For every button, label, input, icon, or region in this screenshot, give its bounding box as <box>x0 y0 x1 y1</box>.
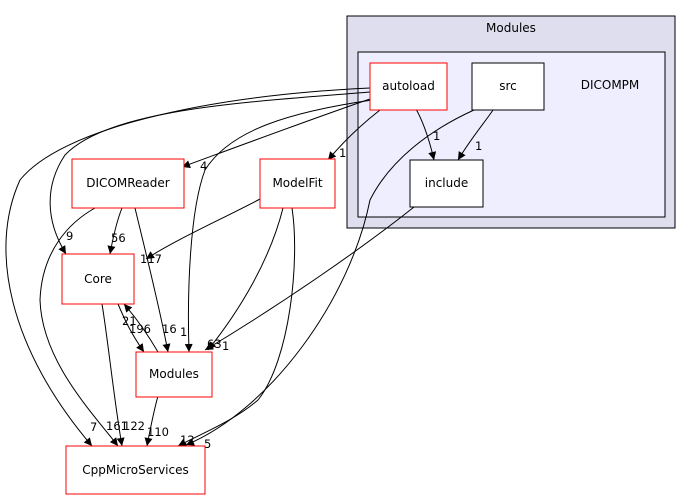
node-modules-label: Modules <box>149 367 199 381</box>
edge-autoload-core-line <box>49 91 371 255</box>
edge-autoload-include-line <box>415 108 437 161</box>
edge-modelfit-modules-label: 63 <box>207 337 222 351</box>
edge-autoload-dicomreader: 4 <box>181 98 371 173</box>
node-dicomreader[interactable]: DICOMReader <box>71 158 185 209</box>
edge-src-include-label: 1 <box>475 139 482 153</box>
edge-dicomreader-modules-label: 16 <box>162 322 177 336</box>
node-modules[interactable]: Modules <box>135 351 213 398</box>
edge-include-modules-label: 1 <box>222 339 229 353</box>
edge-autoload-modules-label: 1 <box>180 325 187 339</box>
edge-autoload-modelfit-line <box>327 109 381 161</box>
edge-core-modules-line <box>117 303 145 353</box>
node-src-label: src <box>499 79 517 93</box>
edge-modelfit-core-label: 117 <box>140 252 162 266</box>
edge-include-modules-line <box>204 206 415 351</box>
edge-src-include: 1 <box>457 109 494 161</box>
edge-autoload-modules: 1 <box>180 99 373 353</box>
edge-src-cppmicroservices: 5 <box>185 109 475 451</box>
node-autoload[interactable]: autoload <box>369 62 448 111</box>
edge-dicomreader-modules-line <box>134 207 171 353</box>
cluster-dicompm-label: DICOMPM <box>581 78 640 92</box>
edge-modules-cppmicroservices: 110 <box>144 395 169 447</box>
edge-dicomreader-core: 56 <box>107 207 126 255</box>
node-cppmicroservices[interactable]: CppMicroServices <box>65 445 206 495</box>
edge-modules-cppmicroservices-line <box>144 395 159 447</box>
edge-dicomreader-cppmicroservices-line <box>39 207 119 447</box>
edge-dicomreader-cppmicroservices-label: 161 <box>106 419 128 433</box>
edge-autoload-include: 1 <box>415 108 440 161</box>
edge-modules-cppmicroservices-label: 110 <box>147 425 169 439</box>
node-modelfit-label: ModelFit <box>272 176 322 190</box>
edge-src-cppmicroservices-label: 5 <box>204 437 211 451</box>
node-autoload-label: autoload <box>382 79 435 93</box>
node-cppmicroservices-label: CppMicroServices <box>82 463 189 477</box>
edge-modules-core-line <box>123 303 159 353</box>
edge-core-cppmicroservices-label: 122 <box>123 419 145 433</box>
edge-autoload-cppmicroservices-line <box>5 87 371 447</box>
edge-dicomreader-core-label: 56 <box>111 231 126 245</box>
node-include[interactable]: include <box>409 159 484 208</box>
edge-autoload-cppmicroservices: 7 <box>5 87 371 447</box>
edge-modelfit-core-line <box>145 197 263 260</box>
node-dicomreader-label: DICOMReader <box>86 176 169 190</box>
cluster-modules-label: Modules <box>486 21 536 35</box>
edge-modelfit-modules: 63 <box>207 207 284 351</box>
edge-dicomreader-cppmicroservices: 161 <box>39 207 128 447</box>
edge-autoload-modelfit: 1 <box>327 109 381 161</box>
node-modelfit[interactable]: ModelFit <box>259 158 336 209</box>
edge-core-cppmicroservices-line <box>101 303 125 447</box>
edge-modelfit-core: 117 <box>140 197 263 266</box>
edge-autoload-core-label: 9 <box>66 229 73 243</box>
edge-autoload-include-label: 1 <box>433 129 440 143</box>
edge-src-include-line <box>457 109 494 161</box>
edge-modules-core-label: 21 <box>122 314 137 328</box>
edge-autoload-cppmicroservices-label: 7 <box>90 420 97 434</box>
edge-autoload-dicomreader-label: 4 <box>200 159 207 173</box>
node-core[interactable]: Core <box>61 253 135 305</box>
edge-include-modules: 1 <box>204 206 415 353</box>
edge-autoload-modelfit-label: 1 <box>339 146 346 160</box>
edge-dicomreader-modules: 16 <box>134 207 177 353</box>
edge-modelfit-cppmicroservices-label: 12 <box>180 433 195 447</box>
edge-src-cppmicroservices-line <box>185 109 475 446</box>
edge-autoload-modules-line <box>184 99 373 353</box>
edge-modelfit-modules-line <box>207 207 284 351</box>
edges: 1 1 4 1 9 1 7 5 <box>5 87 494 451</box>
edge-autoload-core: 9 <box>49 91 371 255</box>
edge-modelfit-cppmicroservices: 12 <box>177 207 296 447</box>
node-include-label: include <box>425 176 468 190</box>
edge-modules-core: 21 <box>122 303 159 353</box>
node-core-label: Core <box>84 272 112 286</box>
edge-core-cppmicroservices: 122 <box>101 303 145 447</box>
edge-autoload-dicomreader-line <box>181 98 371 168</box>
node-src[interactable]: src <box>471 62 545 111</box>
edge-modelfit-cppmicroservices-line <box>177 207 296 447</box>
edge-core-modules: 196 <box>117 303 151 353</box>
edge-dicomreader-core-line <box>107 207 123 255</box>
